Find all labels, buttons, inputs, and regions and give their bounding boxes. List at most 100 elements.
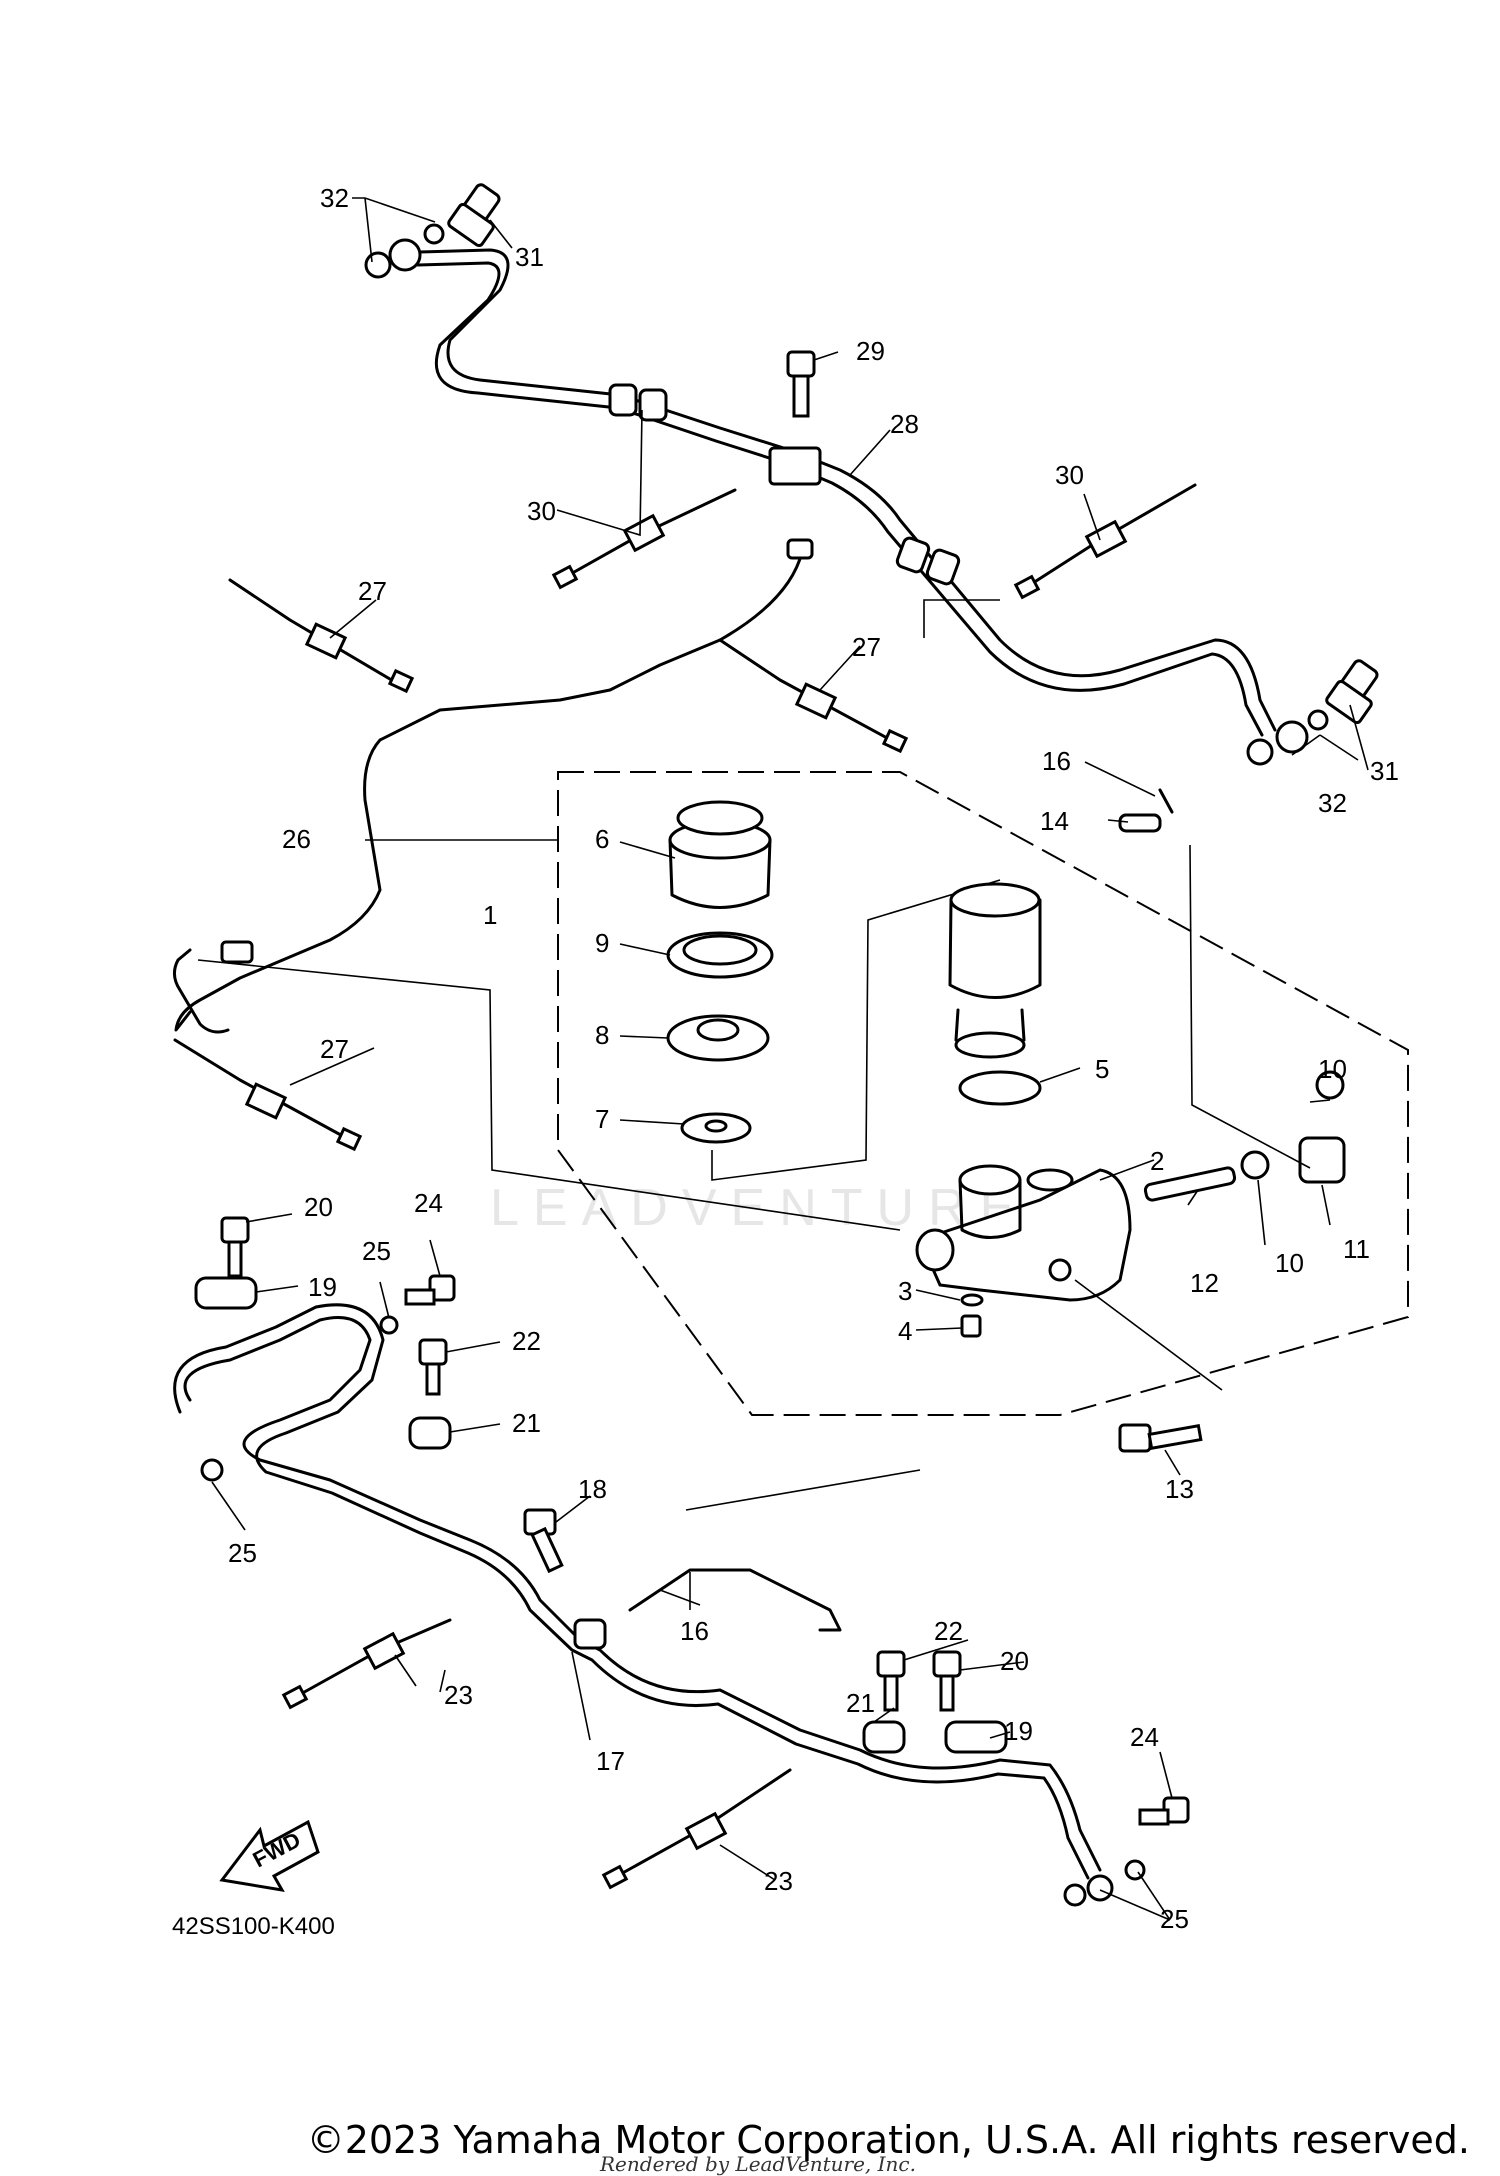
reservoir: [948, 882, 1042, 1059]
cotter-pin-15: [1158, 788, 1174, 814]
part-label: 23: [444, 1680, 473, 1710]
cable-tie-30-b: [1013, 483, 1197, 600]
part-label: 9: [595, 928, 609, 958]
hose-joint-lower: [573, 1618, 607, 1650]
bolt-24-a: [404, 1274, 456, 1306]
part-label: 21: [846, 1688, 875, 1718]
brake-pipe-26: [174, 550, 804, 1032]
bolt-29-shank: [792, 374, 810, 418]
washer-25: [379, 1315, 399, 1335]
clip-21-a: [408, 1416, 452, 1450]
hose-clamp-5: [958, 1070, 1042, 1106]
part-label: 31: [515, 242, 544, 272]
part-label: 27: [358, 576, 387, 606]
part-label: 17: [596, 1746, 625, 1776]
part-label: 7: [595, 1104, 609, 1134]
part-label: 26: [282, 824, 311, 854]
part-label: 32: [320, 183, 349, 213]
cable-tie-30-a: [551, 488, 737, 590]
pin-14: [1118, 813, 1162, 833]
bolt-29: [786, 350, 816, 378]
part-label: 21: [512, 1408, 541, 1438]
watermark-text: LEADVENTURE: [490, 1179, 1028, 1237]
part-label: 28: [890, 409, 919, 439]
part-label: 19: [308, 1272, 337, 1302]
part-label: 1: [483, 900, 497, 930]
part-label: 3: [898, 1276, 912, 1306]
bolt-22-b: [876, 1650, 906, 1712]
part-label: 10: [1318, 1054, 1347, 1084]
part-label: 31: [1370, 756, 1399, 786]
clip-21-b: [862, 1720, 906, 1754]
assembly-boundary: [557, 771, 1409, 1416]
part-label: 27: [852, 632, 881, 662]
part-label: 24: [1130, 1722, 1159, 1752]
part-label: 27: [320, 1034, 349, 1064]
leader-lines: [211, 197, 1369, 1921]
cable-tie-23-b: [601, 1768, 792, 1890]
reservoir-cap-6: [668, 800, 772, 909]
bleed-screw-4: [960, 1314, 982, 1338]
bolt-20-a: [220, 1216, 250, 1278]
cable-tie-27-a: [228, 578, 415, 694]
clip-19-b: [944, 1720, 1008, 1754]
part-label: 8: [595, 1020, 609, 1050]
part-label: 13: [1165, 1474, 1194, 1504]
part-label: 30: [527, 496, 556, 526]
bolt-24-b: [1138, 1796, 1190, 1826]
forward-arrow-icon: FWD: [219, 1819, 320, 1892]
bolt-22-a: [418, 1338, 448, 1396]
pipe-flare-nut: [220, 940, 254, 964]
bolt-13: [1118, 1423, 1152, 1453]
hose-fitting: [608, 383, 638, 417]
part-label: 16: [680, 1616, 709, 1646]
diagram-code: 42SS100-K400: [172, 1913, 335, 1940]
copyright-notice: ©2023 Yamaha Motor Corporation, U.S.A. A…: [306, 2118, 1470, 2162]
part-label: 6: [595, 824, 609, 854]
hose-joint: [768, 446, 822, 486]
part-label: 24: [414, 1188, 443, 1218]
part-label: 22: [934, 1616, 963, 1646]
part-label: 23: [764, 1866, 793, 1896]
upper-brake-hose: [418, 248, 1277, 732]
clevis-11: [1298, 1136, 1346, 1184]
diaphragm-8: [666, 1014, 770, 1062]
part-label: 25: [228, 1538, 257, 1568]
cap-holder-9: [666, 931, 774, 979]
part-label: 25: [362, 1236, 391, 1266]
bolt-20-b: [932, 1650, 962, 1712]
clip-19-a: [194, 1276, 258, 1310]
brake-pipe-16: [628, 1568, 842, 1632]
part-label: 14: [1040, 806, 1069, 836]
part-label: 2: [1150, 1146, 1164, 1176]
part-label: 5: [1095, 1054, 1109, 1084]
washer-32: [364, 251, 392, 279]
washer-3: [960, 1293, 984, 1307]
part-label: 4: [898, 1316, 912, 1346]
banjo-end: [388, 238, 422, 272]
cable-tie-27-b: [718, 638, 909, 754]
cable-tie-27-c: [173, 1038, 363, 1152]
rendered-by-note: Rendered by LeadVenture, Inc.: [600, 2152, 916, 2176]
part-label: 32: [1318, 788, 1347, 818]
part-label: 11: [1343, 1234, 1370, 1264]
part-label: 20: [1000, 1646, 1029, 1676]
nut-10: [1240, 1150, 1270, 1180]
part-labels: 32 31 29 28 30 30 27 27 31 32 16 14 26 1…: [228, 183, 1399, 1934]
part-label: 20: [304, 1192, 333, 1222]
lower-brake-hose-17: [183, 1316, 1102, 1872]
plate-7: [680, 1112, 752, 1144]
part-label: 12: [1190, 1268, 1219, 1298]
part-label: 22: [512, 1326, 541, 1356]
part-label: 30: [1055, 460, 1084, 490]
part-label: 25: [1160, 1904, 1189, 1934]
master-cylinder-2: [915, 1164, 1132, 1302]
push-rod-12: [1143, 1166, 1237, 1202]
cable-tie-23-a: [281, 1618, 452, 1710]
part-label: 19: [1004, 1716, 1033, 1746]
part-label: 29: [856, 336, 885, 366]
part-label: 10: [1275, 1248, 1304, 1278]
part-label: 18: [578, 1474, 607, 1504]
part-label: 16: [1042, 746, 1071, 776]
